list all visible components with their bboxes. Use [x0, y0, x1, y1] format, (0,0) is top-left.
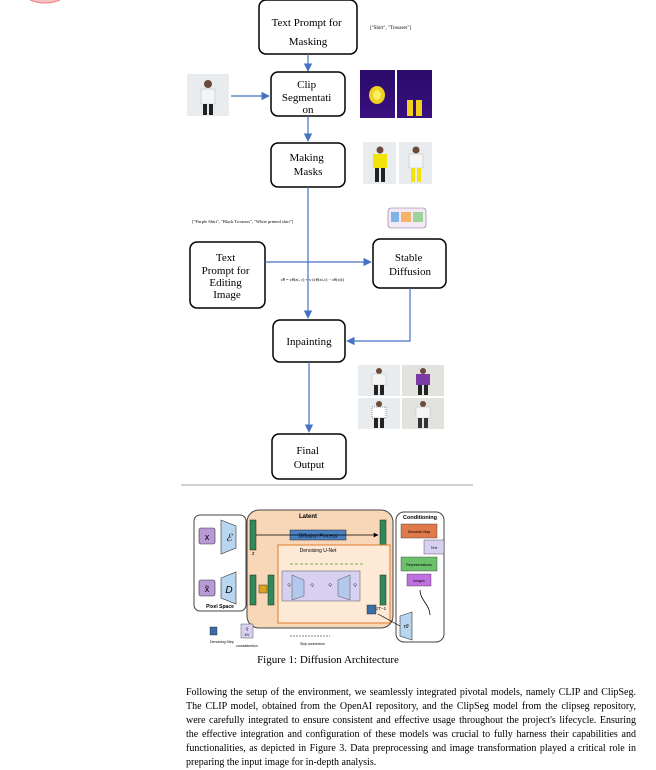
- segmentation-heatmap-trousers: [397, 70, 432, 118]
- svg-text:Final Output: Final Output: [294, 445, 325, 471]
- mask-image-shirt: [363, 142, 396, 184]
- legend-qkv: Q: [246, 627, 249, 631]
- final-output-box: [271, 433, 347, 480]
- text-prompt-editing-line1: Text: [216, 252, 235, 264]
- cond-text: Text: [431, 546, 437, 550]
- making-masks-line1: Making: [290, 152, 325, 164]
- legend-qkv-2: KV: [245, 633, 250, 637]
- svg-text:Text Prompt for Masking: Text Prompt for Masking: [272, 17, 345, 48]
- guidance-formula: ε̃θ = εθ(zt, c) + s·(εθ(zt,c) − εθ(zt)): [281, 277, 344, 283]
- clip-seg-line2: Segmentati: [282, 92, 332, 104]
- figure-caption: Figure 1: Diffusion Architecture: [257, 654, 399, 666]
- conditioning-title: Conditioning: [403, 515, 437, 521]
- tau-theta-block: [399, 611, 413, 641]
- editing-prompt-values: ["Purple Shirt", "Black Trousers", "Whit…: [192, 219, 294, 225]
- x-input-label: x: [205, 532, 210, 542]
- clip-seg-line1: Clip: [297, 79, 316, 91]
- diffusion-process-label: Diffusion Process: [299, 534, 338, 540]
- encoder-symbol: ℰ: [226, 533, 233, 544]
- svg-text:Making Masks: Making Masks: [290, 152, 327, 178]
- text-prompt-editing-line3: Editing: [209, 277, 242, 289]
- cond-images: Images: [413, 579, 425, 583]
- cond-semantic-map: Semantic Map: [408, 530, 430, 534]
- encoder-block: [220, 519, 237, 555]
- output-image-2: [402, 365, 444, 396]
- stable-diffusion-line2: Diffusion: [389, 266, 431, 278]
- body-paragraph: Following the setup of the environment, …: [186, 687, 636, 768]
- tau-label: τθ: [403, 624, 408, 630]
- legend-crossattention: crossattention: [236, 644, 258, 648]
- segmentation-heatmap-shirt: [360, 70, 395, 118]
- qkv-block-2: Q: [310, 582, 313, 587]
- legend-denoising-step: Denoising Step: [210, 640, 234, 644]
- output-image-4: [402, 398, 444, 429]
- decoder-block: [220, 571, 237, 605]
- final-output-line1: Final: [296, 445, 319, 457]
- making-masks-box: [270, 142, 346, 188]
- flowchart-and-architecture-figure: Text Prompt for Masking ["Shirt", "Trous…: [29, 0, 473, 648]
- qkv-block-1: Q: [287, 582, 290, 587]
- text-prompt-editing-line2: Prompt for: [202, 265, 250, 277]
- making-masks-line2: Masks: [294, 166, 323, 178]
- zt1-label: zT−1: [376, 606, 387, 611]
- logo-partial: [29, 0, 61, 4]
- output-image-3: [358, 398, 400, 429]
- z-label: z: [252, 551, 255, 557]
- input-person-image: [187, 74, 229, 116]
- latent-title: Latent: [299, 514, 317, 520]
- output-image-1: [358, 365, 400, 396]
- legend-skip-connection: Skip connection: [300, 642, 325, 646]
- qkv-block-3: Q: [328, 582, 331, 587]
- svg-text:Stable Diffusion: Stable Diffusion: [389, 252, 431, 278]
- qkv-block-4: Q: [353, 582, 356, 587]
- stable-diffusion-thumbnail: [387, 207, 427, 229]
- final-output-line2: Output: [294, 459, 325, 471]
- text-prompt-masking-line1: Text Prompt for: [272, 17, 342, 29]
- text-prompt-editing-box: [189, 241, 266, 309]
- masking-prompt-value: ["Shirt", "Trousers"]: [370, 26, 411, 31]
- diffusion-architecture-diagram: x ℰ x̃ D Pixel Space Latent z Diffusion …: [193, 509, 445, 648]
- clip-seg-line3: on: [303, 104, 315, 116]
- inpainting-label: Inpainting: [286, 336, 332, 348]
- text-prompt-masking-line2: Masking: [289, 36, 328, 48]
- pixel-space-label: Pixel Space: [206, 604, 234, 610]
- x-tilde-label: x̃: [204, 584, 209, 594]
- cond-representations: Representations: [406, 563, 432, 567]
- text-prompt-editing-line4: Image: [213, 289, 241, 301]
- svg-text:Text Prompt for Editin: Text Prompt for Editing Image: [202, 252, 253, 301]
- svg-text:Clip Segmentati on: Clip Segmentati on: [282, 79, 334, 116]
- denoising-unet-label: Denoising U-Net: [300, 548, 337, 554]
- mask-image-trousers: [399, 142, 432, 184]
- stable-diffusion-line1: Stable: [395, 252, 423, 264]
- decoder-symbol: D: [225, 585, 232, 596]
